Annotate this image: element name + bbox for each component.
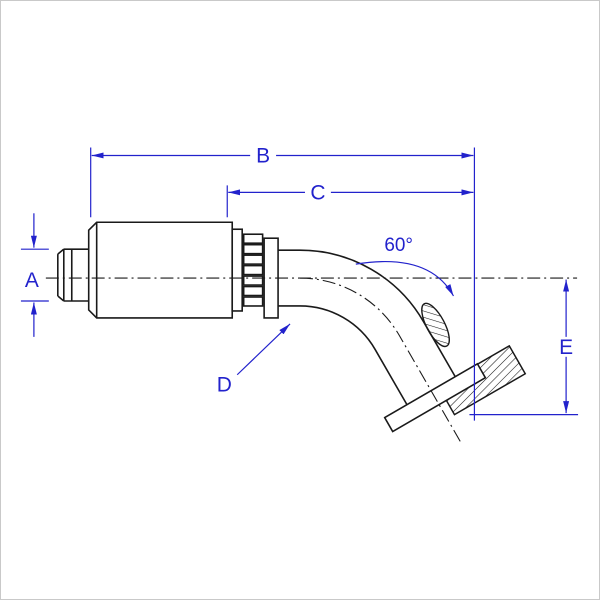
section-hatch-ellipse	[421, 302, 450, 348]
dimension-annotations: B C A E 60° D	[20, 144, 579, 421]
collar-step-ring-left	[231, 228, 243, 312]
hose-nipple	[57, 248, 89, 302]
crimp-collar-serrations	[242, 233, 264, 307]
dim-label-d: D	[217, 374, 232, 397]
centerline-bend-axis	[299, 277, 462, 444]
dim-label-c: C	[310, 181, 325, 204]
elbow-tube-inner-wall	[278, 305, 408, 406]
centerlines	[45, 277, 578, 444]
fitting-line-art	[57, 221, 527, 433]
angle-arc-arrow	[355, 261, 455, 297]
crimp-shell	[87, 221, 234, 319]
elbow-tube-outer-wall	[278, 249, 456, 378]
dim-label-a: A	[25, 269, 39, 292]
dim-label-b: B	[256, 144, 270, 167]
dim-d-leader	[236, 323, 291, 376]
angle-label: 60°	[384, 235, 413, 256]
dim-label-e: E	[559, 336, 573, 359]
